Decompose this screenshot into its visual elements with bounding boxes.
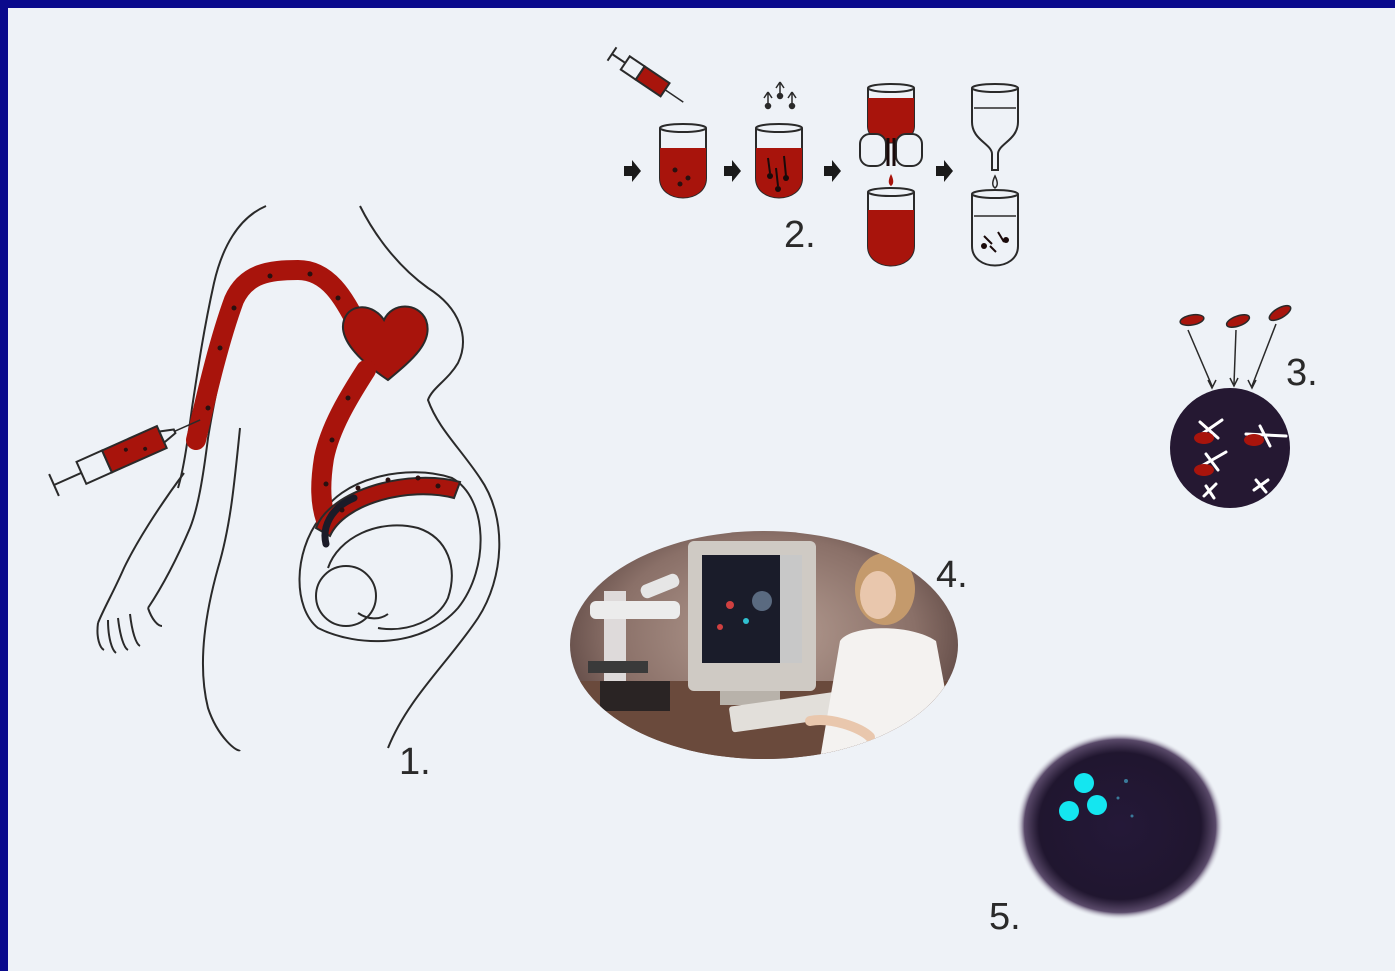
- step-4-label: 4.: [936, 554, 968, 597]
- slide-canvas: 1. 2. 3. 4. 5.: [8, 8, 1395, 971]
- test-tube-icon: [868, 188, 914, 266]
- step-2-label: 2.: [784, 214, 816, 257]
- test-tube-icon: [660, 124, 706, 198]
- fluorescent-nucleus: [1016, 732, 1224, 920]
- syringe-icon: [608, 47, 688, 108]
- interphase-nucleus: [1170, 388, 1290, 508]
- test-tube-icon: [972, 190, 1018, 266]
- antibody-icon: [764, 82, 796, 109]
- microscopy-workstation-photo: [570, 531, 958, 759]
- magnetic-separation-tube: [860, 84, 922, 186]
- process-diagram: [8, 8, 1395, 971]
- step-5-label: 5.: [989, 896, 1021, 939]
- step-3-label: 3.: [1286, 352, 1318, 395]
- syringe-icon: [49, 409, 205, 496]
- funnel-icon: [972, 84, 1018, 188]
- fish-probes: [1179, 303, 1293, 388]
- step-1-label: 1.: [399, 741, 431, 784]
- test-tube-icon: [756, 124, 802, 198]
